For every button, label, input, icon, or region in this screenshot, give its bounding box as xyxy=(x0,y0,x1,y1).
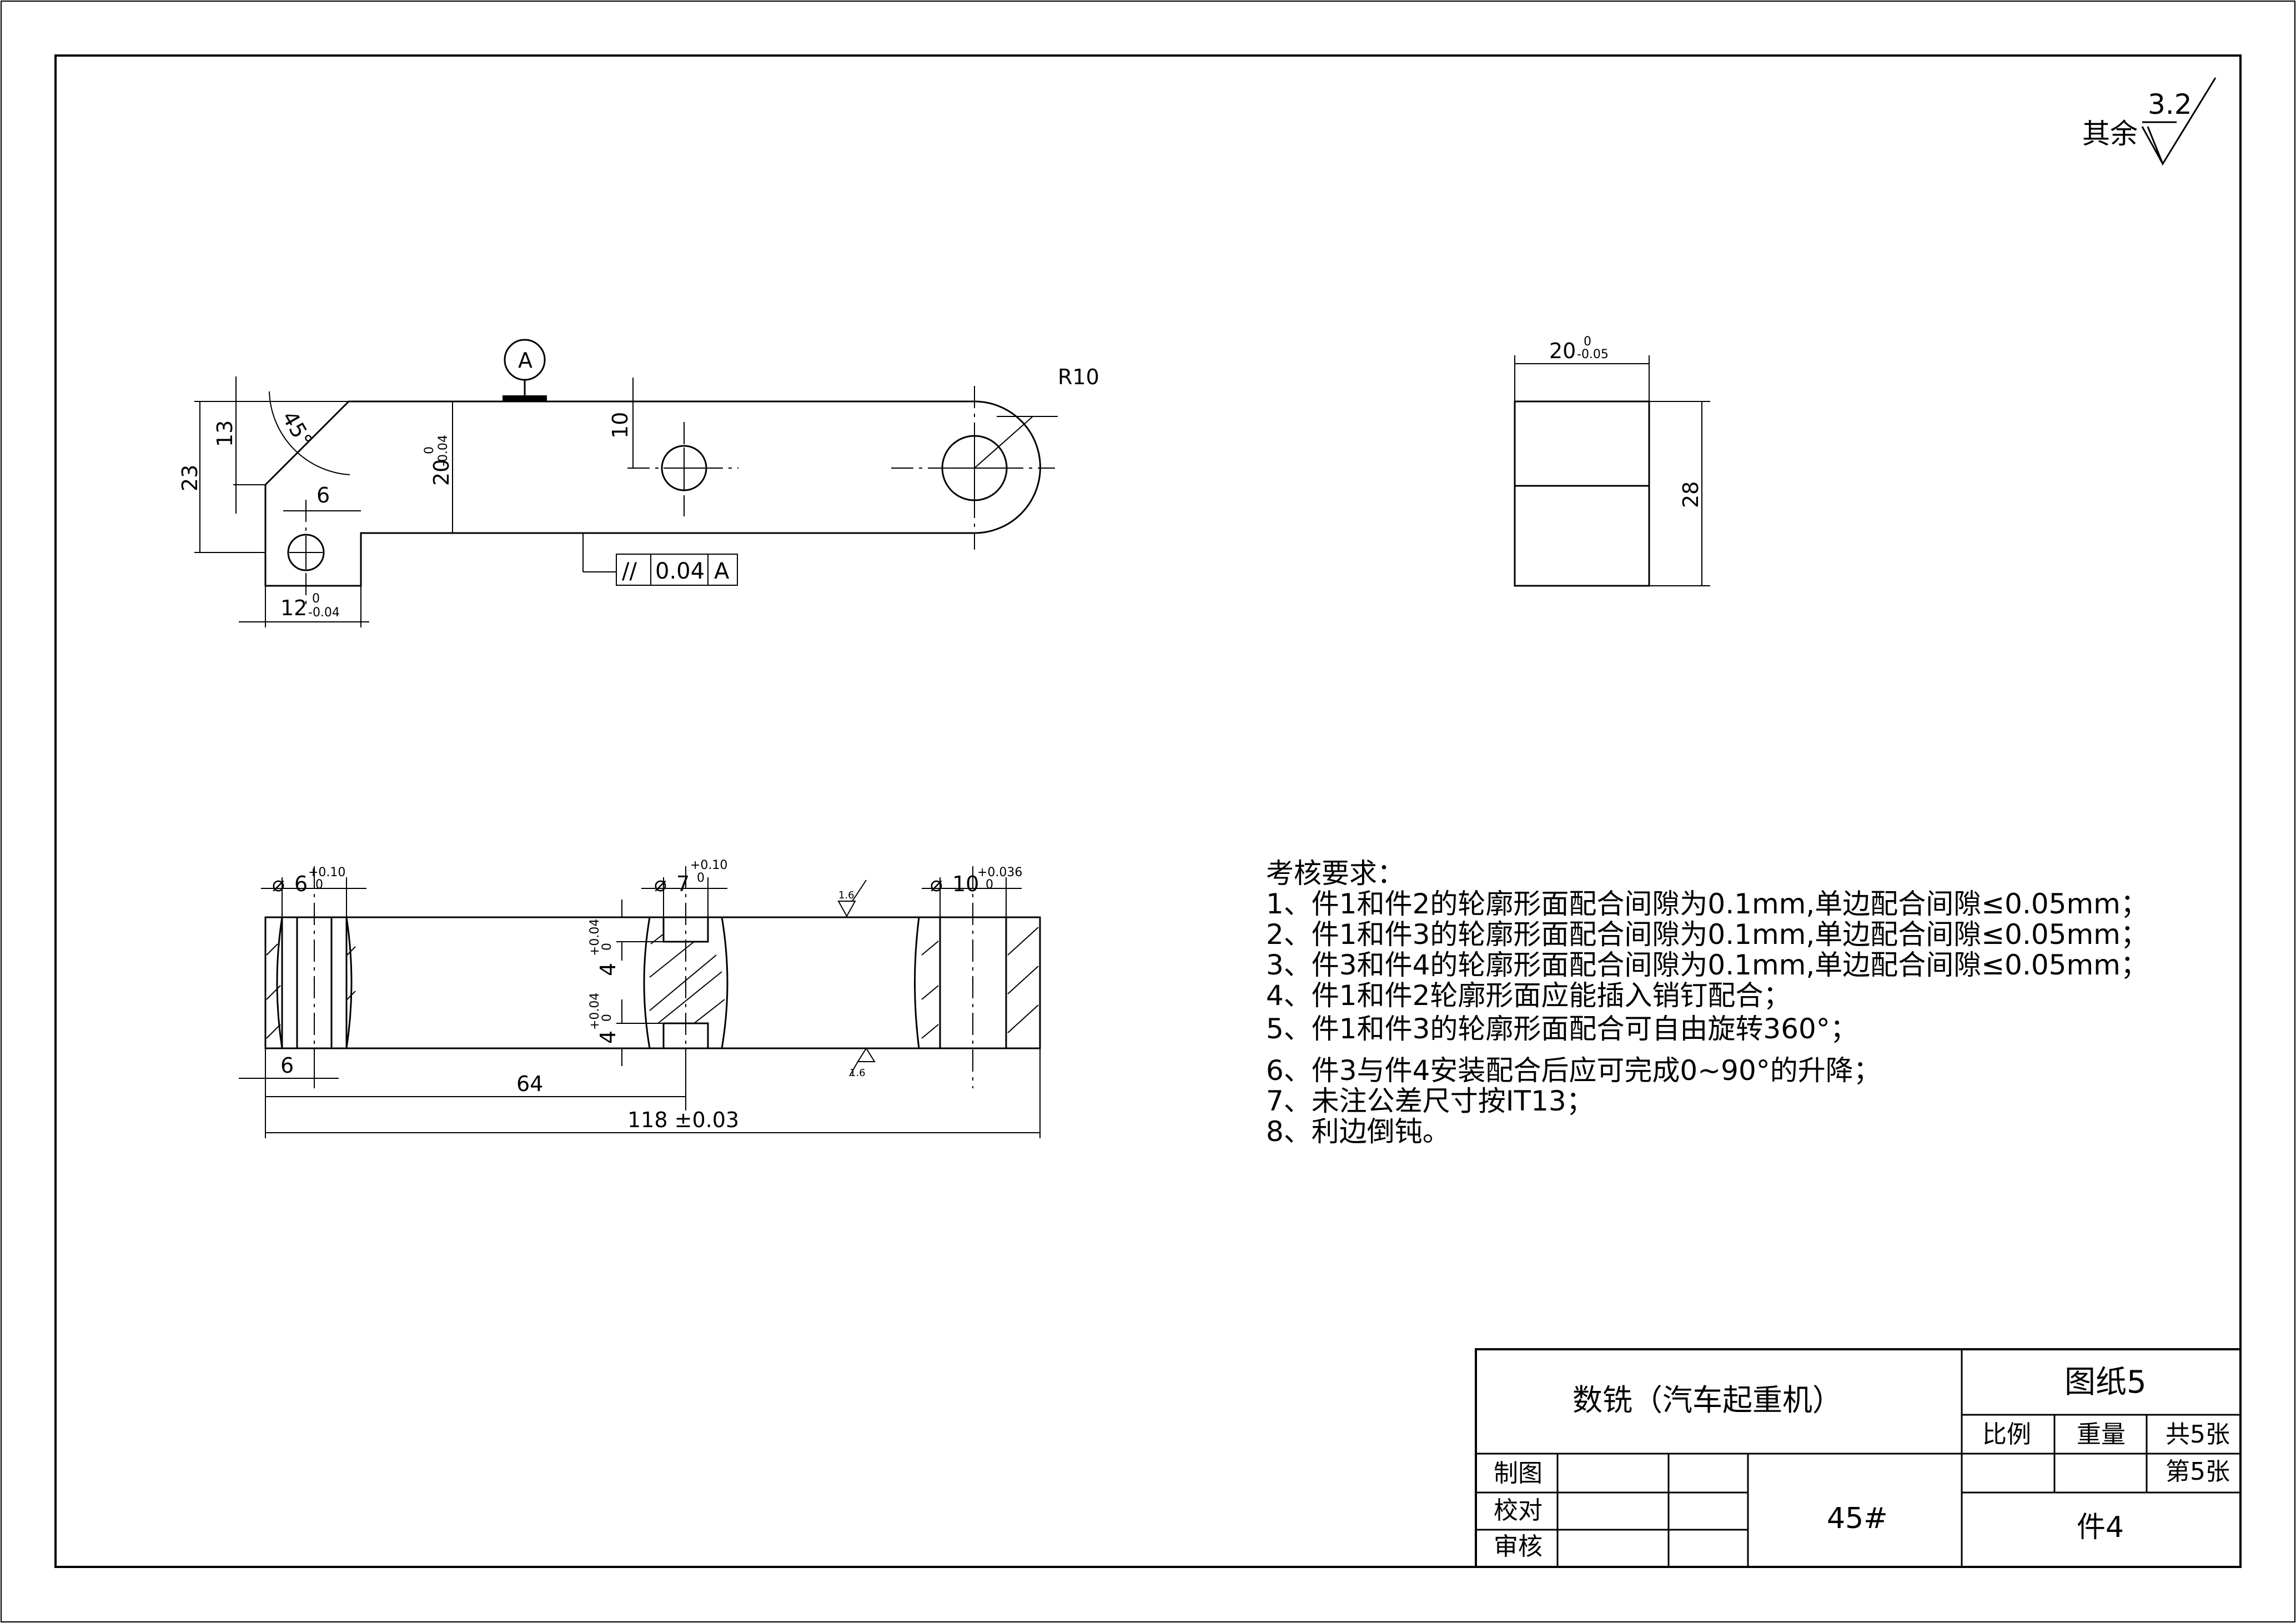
side-outline xyxy=(1514,400,1650,587)
side-width: 20 xyxy=(1549,339,1576,363)
dim-20-tol-low: -0.04 xyxy=(436,435,450,466)
hole1-dia-symbol: ⌀ xyxy=(272,872,285,896)
dim-10: 10 xyxy=(608,412,632,439)
requirement-8: 8、利边倒钝。 xyxy=(1266,1116,1450,1148)
roughness-prefix: 其余 xyxy=(2082,118,2138,150)
hole3-dia-symbol: ⌀ xyxy=(930,872,943,896)
hole2-tol-up: +0.10 xyxy=(690,858,727,872)
roughness-top: 1.6 xyxy=(838,890,855,901)
side-width-tol-up: 0 xyxy=(1584,335,1591,349)
scale-label: 比例 xyxy=(1982,1420,2031,1449)
fcf-value: 0.04 xyxy=(655,559,705,584)
side-width-tol-low: -0.05 xyxy=(1577,348,1609,361)
dim-6-section: 6 xyxy=(280,1053,294,1078)
sheets-total: 共5张 xyxy=(2166,1420,2230,1449)
side-view: 20 0 -0.05 28 xyxy=(1514,335,1710,587)
dim-20-tol-up: 0 xyxy=(423,446,436,454)
hole2-dia-symbol: ⌀ xyxy=(654,872,667,896)
title-block: 数铣（汽车起重机） 图纸5 比例 重量 共5张 第5张 制图 校对 审核 45#… xyxy=(1475,1348,2242,1568)
dim-12-tol-low: -0.04 xyxy=(308,606,340,620)
dim-64: 64 xyxy=(516,1072,543,1096)
section-outline xyxy=(264,916,1041,1049)
part-name: 件4 xyxy=(2077,1511,2124,1544)
requirements-block: 考核要求： 1、件1和件2的轮廓形面配合间隙为0.1mm,单边配合间隙≤0.05… xyxy=(1266,857,2148,1148)
requirement-3: 3、件3和件4的轮廓形面配合间隙为0.1mm,单边配合间隙≤0.05mm； xyxy=(1266,949,2148,981)
requirement-4: 4、件1和件2轮廓形面应能插入销钉配合； xyxy=(1266,979,1791,1012)
top-view: A R10 45° 23 13 6 10 20 0 -0.04 xyxy=(178,339,1099,627)
fcf-datum: A xyxy=(714,559,730,584)
approved-label: 审核 xyxy=(1494,1532,1543,1561)
angle-label: 45° xyxy=(277,407,317,451)
requirement-1: 1、件1和件2的轮廓形面配合间隙为0.1mm,单边配合间隙≤0.05mm； xyxy=(1266,888,2148,920)
requirement-2: 2、件1和件3的轮廓形面配合间隙为0.1mm,单边配合间隙≤0.05mm； xyxy=(1266,918,2148,951)
checked-label: 校对 xyxy=(1494,1496,1543,1525)
dim-4b-tol-low: 0 xyxy=(600,1014,614,1022)
drawing-number: 图纸5 xyxy=(2064,1364,2147,1400)
drawn-label: 制图 xyxy=(1494,1459,1543,1488)
dim-12-tol-up: 0 xyxy=(312,592,320,606)
hatching xyxy=(266,927,1039,1039)
weight-label: 重量 xyxy=(2077,1420,2126,1449)
fcf-symbol: // xyxy=(622,559,637,584)
hole1-dia: 6 xyxy=(294,872,308,896)
hole2-dia: 7 xyxy=(676,872,690,896)
hole3-tol-up: +0.036 xyxy=(977,866,1022,880)
dim-23: 23 xyxy=(178,465,202,491)
hole1-tol-low: 0 xyxy=(315,878,323,892)
dim-12: 12 xyxy=(280,596,307,620)
hole3-tol-low: 0 xyxy=(986,878,993,892)
requirement-5: 5、件1和件3的轮廓形面配合可自由旋转360°； xyxy=(1266,1013,1858,1045)
requirement-6: 6、件3与件4安装配合后应可完成0~90°的升降； xyxy=(1266,1054,1881,1087)
hole-left xyxy=(287,534,325,571)
dim-13: 13 xyxy=(213,420,237,447)
requirements-title: 考核要求： xyxy=(1266,857,1405,890)
dim-20: 20 xyxy=(429,459,454,486)
dim-4b-tol-up: +0.04 xyxy=(588,993,602,1030)
dim-4a: 4 xyxy=(596,963,620,976)
radius-label: R10 xyxy=(1058,365,1099,389)
roughness-bottom: 1.6 xyxy=(850,1067,866,1079)
part-outline-top xyxy=(264,400,1041,587)
datum-label: A xyxy=(518,348,532,373)
sheet-number: 第5张 xyxy=(2166,1458,2230,1486)
roughness-value: 3.2 xyxy=(2148,88,2192,120)
drawing-frame xyxy=(54,54,2242,1568)
side-height: 28 xyxy=(1679,481,1703,508)
dim-118: 118 ±0.03 xyxy=(627,1108,739,1132)
dim-4a-tol-up: +0.04 xyxy=(588,919,602,956)
hole2-tol-low: 0 xyxy=(697,871,705,885)
requirement-7: 7、未注公差尺寸按IT13； xyxy=(1266,1085,1594,1117)
dim-6-top: 6 xyxy=(316,483,330,507)
material: 45# xyxy=(1827,1502,1888,1535)
fcf-frame xyxy=(616,554,738,586)
section-view: ⌀ 6 +0.10 0 ⌀ 7 +0.10 0 ⌀ 10 +0.036 0 1.… xyxy=(239,858,1041,1138)
dim-4b: 4 xyxy=(596,1031,620,1044)
hole3-dia: 10 xyxy=(952,872,979,896)
roughness-symbol-general: 其余 3.2 xyxy=(2082,77,2217,166)
dim-4a-tol-low: 0 xyxy=(600,943,614,951)
hole1-tol-up: +0.10 xyxy=(308,866,345,880)
project-title: 数铣（汽车起重机） xyxy=(1572,1383,1842,1418)
